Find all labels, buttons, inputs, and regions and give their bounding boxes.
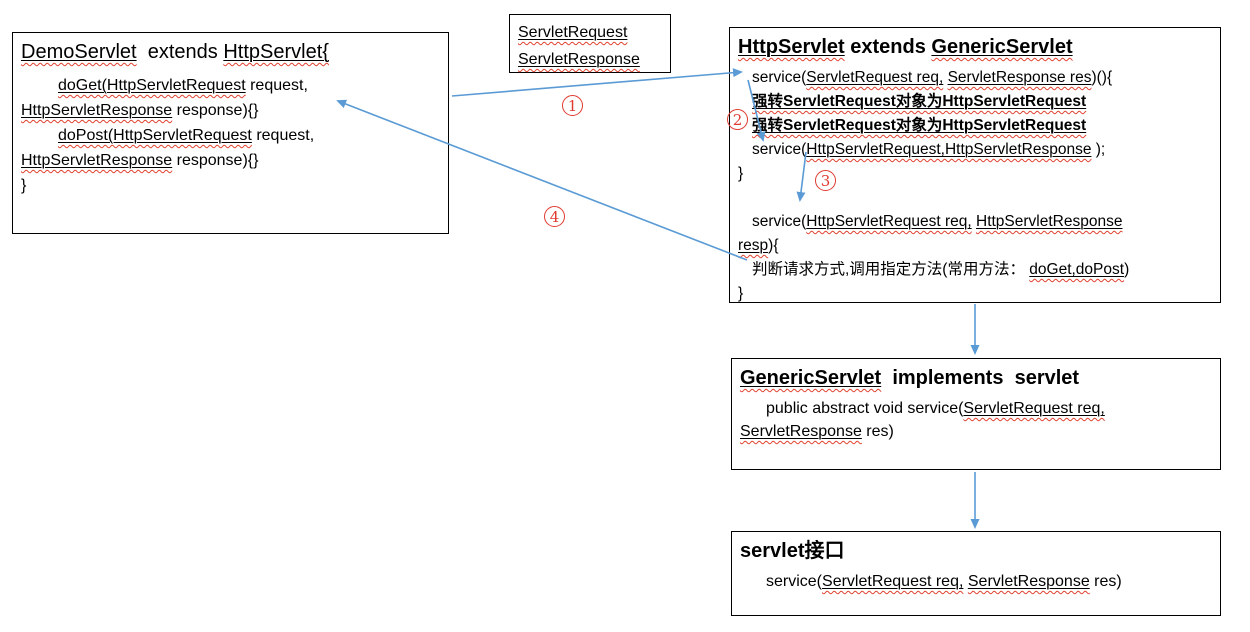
code-line: doPost(HttpServletRequest request, <box>21 123 440 148</box>
code-text: ) <box>1124 261 1130 278</box>
servlet-interface-box: servlet接口 service(ServletRequest req, Ser… <box>731 531 1221 616</box>
code-line: } <box>738 162 1212 186</box>
code-text: response){} <box>172 152 259 169</box>
code-text: 强转ServletRequest对象为HttpServletRequest <box>752 117 1087 134</box>
code-line: service(HttpServletRequest,HttpServletRe… <box>738 138 1212 162</box>
code-text: request, <box>245 77 308 94</box>
code-line: HttpServletResponse response){} <box>21 148 440 173</box>
code-text: HttpServletResponse <box>21 102 173 119</box>
code-text: doGet,doPost <box>1029 261 1125 278</box>
step-3-marker: 3 <box>815 170 836 191</box>
code-text: HttpServletResponse <box>21 152 173 169</box>
code-text: ); <box>1091 141 1106 158</box>
code-text: GenericServlet <box>740 367 882 389</box>
code-text: ServletRequest req, <box>822 573 964 590</box>
code-text: doGet(HttpServletRequest <box>58 77 246 94</box>
code-line: service(ServletRequest req, ServletRespo… <box>738 66 1212 90</box>
generic-servlet-class-box: GenericServlet implements servlet public … <box>731 358 1221 470</box>
code-text: HttpServletResponse <box>976 213 1123 230</box>
code-text: extends <box>136 41 224 63</box>
code-line: 强转ServletRequest对象为HttpServletRequest <box>738 90 1212 114</box>
code-line <box>738 186 1212 210</box>
code-text: GenericServlet <box>931 36 1073 58</box>
code-line: ServletResponse <box>518 46 662 73</box>
code-text: HttpServletRequest,HttpServletResponse <box>806 141 1092 158</box>
code-text: res) <box>1089 573 1122 590</box>
http-servlet-class-box: HttpServlet extends GenericServlet servic… <box>729 27 1221 303</box>
code-line: doGet(HttpServletRequest request, <box>21 73 440 98</box>
code-text: HttpServlet <box>738 36 845 58</box>
step-1-marker: 1 <box>562 95 583 116</box>
code-text: doPost(HttpServletRequest <box>58 127 252 144</box>
code-line: } <box>738 282 1212 306</box>
code-text: } <box>738 285 744 302</box>
code-text: ServletResponse <box>967 573 1090 590</box>
code-text: 判断请求方式,调用指定方法(常用方法： <box>752 261 1030 278</box>
code-text: ServletRequest <box>518 24 628 41</box>
code-line: service(HttpServletRequest req, HttpServ… <box>738 210 1212 234</box>
demo-servlet-class-box: DemoServlet extends HttpServlet{ doGet(Ht… <box>12 32 449 234</box>
step-4-marker: 4 <box>544 206 565 227</box>
code-text: HttpServlet{ <box>223 41 329 63</box>
code-line: GenericServlet implements servlet <box>740 363 1212 393</box>
code-text: 强转ServletRequest对象为HttpServletRequest <box>752 93 1087 110</box>
code-text: } <box>21 177 27 194</box>
code-text: servlet接口 <box>740 540 845 562</box>
code-text: ){ <box>768 237 779 254</box>
code-line: service(ServletRequest req, ServletRespo… <box>740 570 1212 593</box>
code-text: ServletResponse <box>740 423 862 440</box>
code-text: service( <box>752 69 807 86</box>
code-text: service( <box>752 213 807 230</box>
code-text: DemoServlet <box>21 41 137 63</box>
code-text: ServletRequest req, <box>806 69 944 86</box>
code-text: ServletResponse res <box>947 69 1092 86</box>
code-text: extends <box>844 36 932 58</box>
code-text: ServletResponse <box>518 51 640 68</box>
arrow-1-demoservlet-to-httpservlet-service <box>451 68 743 97</box>
code-line: resp){ <box>738 234 1212 258</box>
code-text: public abstract void service( <box>766 400 964 417</box>
code-text: resp <box>738 237 769 254</box>
code-text: HttpServletRequest req, <box>806 213 972 230</box>
step-2-marker: 2 <box>727 109 748 130</box>
code-text: service( <box>766 573 823 590</box>
code-line: servlet接口 <box>740 536 1212 566</box>
code-line: public abstract void service(ServletRequ… <box>740 397 1212 420</box>
code-line: HttpServlet extends GenericServlet <box>738 32 1212 62</box>
code-text: request, <box>251 127 315 144</box>
code-line: 判断请求方式,调用指定方法(常用方法： doGet,doPost) <box>738 258 1212 282</box>
code-text: implements servlet <box>881 367 1080 389</box>
code-line: DemoServlet extends HttpServlet{ <box>21 37 440 67</box>
code-text: res) <box>861 423 894 440</box>
code-text: )(){ <box>1091 69 1113 86</box>
code-line: HttpServletResponse response){} <box>21 98 440 123</box>
code-text: ServletRequest req, <box>963 400 1105 417</box>
code-line: 强转ServletRequest对象为HttpServletRequest <box>738 114 1212 138</box>
code-line: ServletResponse res) <box>740 420 1212 443</box>
code-line: } <box>21 173 440 198</box>
code-line: ServletRequest <box>518 19 662 46</box>
code-text: } <box>738 165 744 182</box>
code-text: response){} <box>172 102 259 119</box>
code-text: service( <box>752 141 807 158</box>
